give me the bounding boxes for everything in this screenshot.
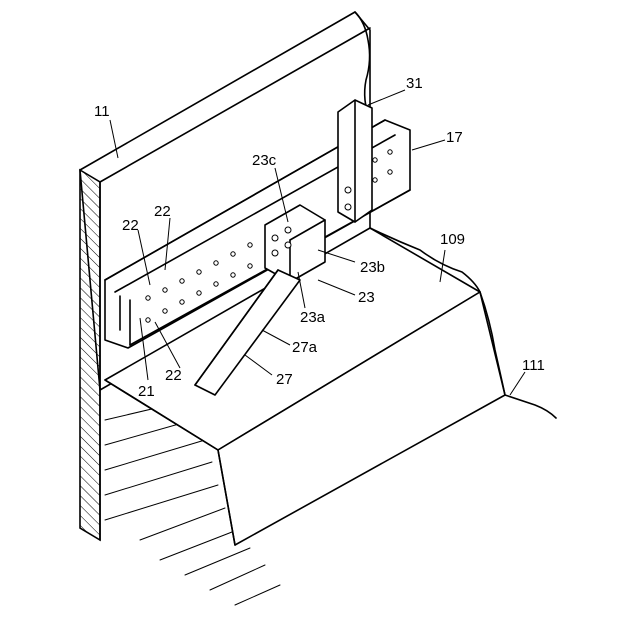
- label-22-upper: 22: [154, 203, 171, 220]
- label-21: 21: [138, 383, 155, 400]
- label-11: 11: [94, 103, 110, 120]
- label-22-lower: 22: [165, 367, 182, 384]
- post: [338, 100, 372, 222]
- label-27a: 27a: [292, 339, 318, 356]
- label-23: 23: [358, 289, 375, 306]
- label-17: 17: [446, 129, 463, 146]
- label-27: 27: [276, 371, 293, 388]
- label-109: 109: [440, 231, 465, 248]
- label-31: 31: [406, 75, 423, 92]
- label-22-middle: 22: [122, 217, 139, 234]
- label-23c: 23c: [252, 152, 277, 169]
- label-23a: 23a: [300, 309, 326, 326]
- label-111: 111: [522, 357, 545, 374]
- label-23b: 23b: [360, 259, 385, 276]
